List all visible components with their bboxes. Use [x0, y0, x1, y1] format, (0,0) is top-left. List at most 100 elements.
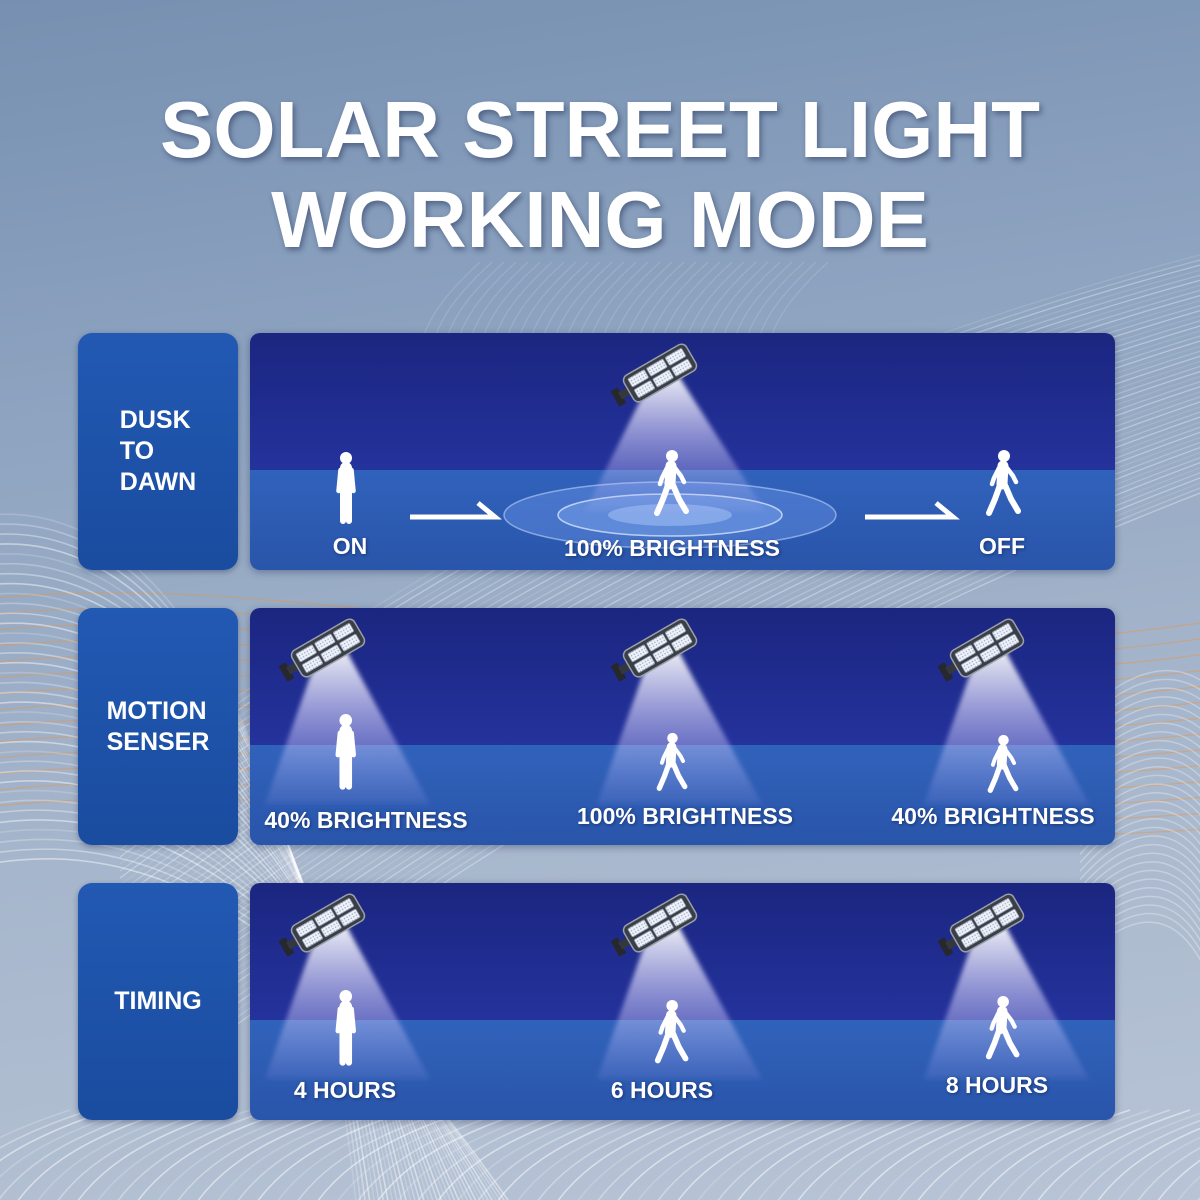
- streak-line: [157, 1109, 311, 1200]
- arrow-right-icon: [410, 501, 502, 520]
- streak-line: [137, 1109, 291, 1200]
- streak-line: [1077, 1119, 1200, 1200]
- streak-line: [1117, 1136, 1200, 1200]
- scene-motion-senser: [265, 616, 1089, 804]
- streak-line: [957, 1109, 1111, 1200]
- mode-row-motion-senser: MOTION SENSER 40% BRIGHTNESS 100% BRIGHT…: [78, 608, 1115, 845]
- scene-dusk-to-dawn: [250, 341, 1115, 549]
- streak-line: [737, 1109, 891, 1200]
- streak-line: [497, 1109, 651, 1200]
- streak-line: [717, 1109, 871, 1200]
- streak-line: [617, 1109, 771, 1200]
- streak-line: [517, 1109, 671, 1200]
- streak-line: [337, 1109, 491, 1200]
- streak-line: [777, 1109, 931, 1200]
- streak-line: [1057, 1112, 1200, 1200]
- streak-line: [417, 1109, 571, 1200]
- streak-line: [37, 1109, 191, 1200]
- step-caption: 100% BRIGHTNESS: [576, 803, 794, 829]
- streak-line: [1097, 1127, 1200, 1200]
- streak-line: [757, 1109, 911, 1200]
- mode-label-line: TIMING: [114, 987, 202, 1015]
- page-title: SOLAR STREET LIGHT WORKING MODE: [0, 85, 1200, 265]
- streak-line: [77, 1109, 231, 1200]
- streak-line: [917, 1109, 1071, 1200]
- mode-label-line: SENSER: [106, 727, 210, 756]
- title-line-1: SOLAR STREET LIGHT: [160, 85, 1040, 174]
- streak-line: [397, 1109, 551, 1200]
- mode-label-box: DUSK TO DAWN: [78, 333, 238, 570]
- step-caption: 40% BRIGHTNESS: [264, 807, 468, 833]
- streak-line: [377, 1109, 531, 1200]
- streak-line: [0, 1109, 151, 1200]
- mode-label-line: DAWN: [119, 468, 197, 496]
- streak-line: [1137, 1146, 1200, 1200]
- streak-line: [1037, 1109, 1191, 1200]
- standing-person-icon: [339, 452, 354, 521]
- streak-line: [0, 1109, 91, 1149]
- streak-line: [637, 1109, 791, 1200]
- streak-line: [677, 1109, 831, 1200]
- streak-line: [537, 1109, 691, 1200]
- streak-line: [1079, 861, 1200, 906]
- streak-line: [597, 1109, 751, 1200]
- streak-line: [57, 1109, 211, 1200]
- streak-line: [197, 1109, 351, 1200]
- light-beam: [585, 375, 765, 511]
- mode-label-line: TO: [119, 437, 155, 465]
- streak-line: [0, 1109, 71, 1139]
- mode-panel: ON 100% BRIGHTNESS OFF: [250, 333, 1115, 570]
- streak-line: [977, 1109, 1131, 1200]
- mode-label-line: MOTION: [106, 696, 207, 725]
- mode-panel: 4 HOURS 6 HOURS 8 HOURS: [250, 883, 1115, 1120]
- step-caption: OFF: [979, 533, 1025, 559]
- streak-line: [697, 1109, 851, 1200]
- streak-line: [837, 1109, 991, 1200]
- walking-person-icon: [989, 450, 1018, 513]
- streak-line: [1079, 835, 1200, 881]
- streak-line: [117, 1109, 271, 1200]
- light-beam: [597, 650, 762, 804]
- streak-line: [437, 1109, 591, 1200]
- streak-line: [577, 1109, 731, 1200]
- step-caption: 6 HOURS: [610, 1077, 714, 1103]
- step-caption: 4 HOURS: [293, 1077, 397, 1103]
- streak-line: [217, 1109, 371, 1200]
- streak-line: [1017, 1109, 1171, 1200]
- streak-line: [97, 1109, 251, 1200]
- streak-line: [817, 1109, 971, 1200]
- streak-line: [657, 1109, 811, 1200]
- streak-line: [237, 1109, 391, 1200]
- streak-line: [0, 1109, 111, 1162]
- streak-line: [477, 1109, 631, 1200]
- streak-line: [297, 1109, 451, 1200]
- streak-line: [897, 1109, 1051, 1200]
- streak-line: [357, 1109, 511, 1200]
- streak-line: [457, 1109, 611, 1200]
- mode-label-text: MOTION SENSER: [107, 696, 210, 758]
- streak-line: [1079, 843, 1200, 889]
- streak-line: [797, 1109, 951, 1200]
- streak-line: [557, 1109, 711, 1200]
- mode-label-text: DUSK TO DAWN: [120, 405, 196, 498]
- mode-label-text: TIMING: [114, 986, 202, 1017]
- streak-line: [17, 1109, 171, 1200]
- title-line-2: WORKING MODE: [271, 175, 929, 264]
- streak-line: [997, 1109, 1151, 1200]
- streak-line: [937, 1109, 1091, 1200]
- step-caption: 8 HOURS: [945, 1072, 1049, 1098]
- mode-panel: 40% BRIGHTNESS 100% BRIGHTNESS 40% BRIGH…: [250, 608, 1115, 845]
- mode-row-dusk-to-dawn: DUSK TO DAWN ON 100% BRIGHT: [78, 333, 1115, 570]
- step-caption: 40% BRIGHTNESS: [891, 803, 1095, 829]
- streak-line: [877, 1109, 1031, 1200]
- mode-row-timing: TIMING 4 HOURS 6 HOURS 8 HOURS: [78, 883, 1115, 1120]
- mode-label-box: MOTION SENSER: [78, 608, 238, 845]
- streak-line: [1079, 852, 1200, 897]
- streak-line: [177, 1109, 331, 1200]
- step-caption: ON: [332, 533, 368, 559]
- mode-label-line: DUSK: [119, 406, 191, 434]
- streak-line: [317, 1109, 471, 1200]
- arrow-right-icon: [865, 501, 960, 520]
- light-beam: [924, 650, 1089, 804]
- scene-timing: [265, 891, 1089, 1079]
